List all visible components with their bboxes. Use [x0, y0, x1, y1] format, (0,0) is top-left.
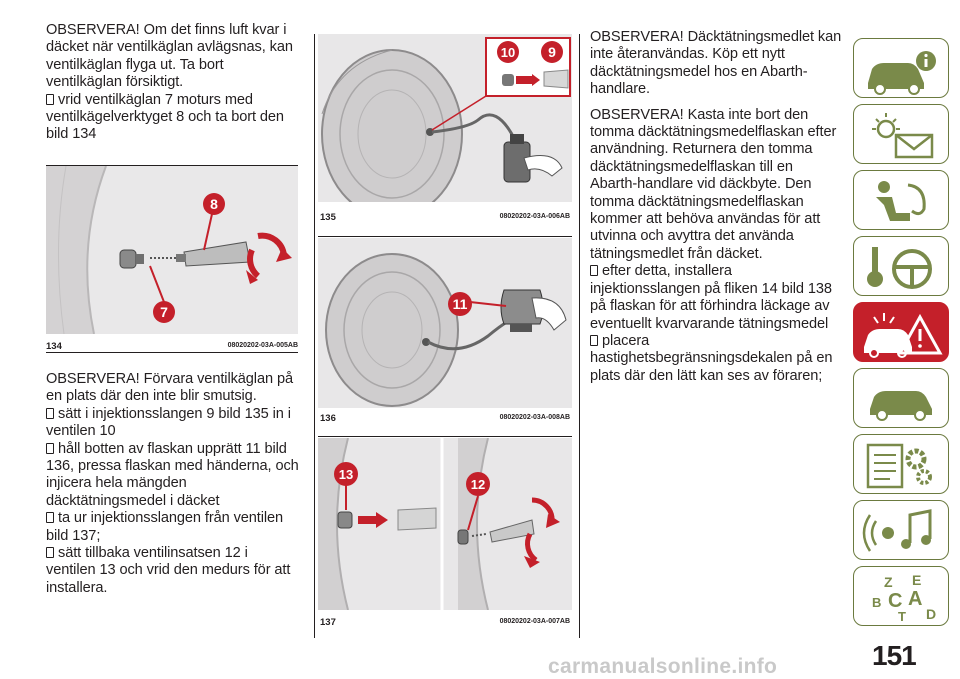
technical-data-gears-icon: [866, 443, 932, 489]
tab-emergency[interactable]: [853, 302, 949, 362]
svg-text:C: C: [888, 590, 902, 612]
text-column-left-lower: OBSERVERA! Förvara ventilkäglan på en pl…: [46, 371, 300, 597]
svg-text:A: A: [908, 588, 922, 610]
warning-lights-envelope-icon: [872, 113, 934, 159]
page-number: 151: [872, 640, 917, 671]
label-9: 9: [548, 44, 556, 60]
checkbox-bullet-icon: [46, 93, 54, 105]
tab-index[interactable]: Z E A B C T D: [853, 566, 949, 626]
bullet-item: sätt tillbaka ventilinsatsen 12 i ventil…: [46, 545, 291, 596]
tab-safety[interactable]: [853, 170, 949, 230]
svg-text:D: D: [926, 606, 936, 622]
bullet-item: vrid ventilkäglan 7 moturs med ventilkäg…: [46, 91, 284, 143]
figure-bottom-rule: [46, 352, 298, 353]
svg-text:E: E: [912, 572, 921, 588]
column-divider: [314, 34, 315, 638]
bullet-item: ta ur injektionsslangen från ventilen bi…: [46, 510, 284, 544]
figure-bottom-rule: [318, 436, 572, 437]
label-12: 12: [471, 477, 485, 492]
checkbox-bullet-icon: [590, 334, 598, 346]
seat-airbag-icon: [876, 181, 926, 221]
tab-warning-lights[interactable]: [853, 104, 949, 164]
checkbox-bullet-icon: [46, 407, 54, 419]
svg-text:T: T: [898, 609, 906, 624]
label-7: 7: [160, 304, 168, 320]
figure-number: 137: [320, 617, 336, 628]
note-paragraph: OBSERVERA! Förvara ventilkäglan på en pl…: [46, 371, 293, 405]
watermark: carmanualsonline.info: [548, 655, 778, 678]
car-info-icon: [868, 51, 936, 95]
figure-code: 08020202-03A-007AB: [499, 618, 570, 625]
alphabetical-index-icon: Z E A B C T D: [872, 572, 936, 624]
bullet-item: efter detta, installera injektionsslange…: [590, 263, 832, 332]
media-music-icon: [862, 509, 932, 552]
tab-car-info[interactable]: [853, 38, 949, 98]
bullet-item: håll botten av flaskan upprätt 11 bild 1…: [46, 440, 299, 509]
note-paragraph: OBSERVERA! Om det finns luft kvar i däck…: [46, 22, 293, 91]
svg-text:Z: Z: [884, 574, 893, 590]
figure-code: 08020202-03A-006AB: [499, 213, 570, 220]
tab-service[interactable]: [853, 368, 949, 428]
checkbox-bullet-icon: [46, 547, 54, 559]
bullet-item: placera hastighetsbegränsningsdekalen på…: [590, 332, 833, 384]
figure-bottom-rule: [318, 236, 572, 237]
checkbox-bullet-icon: [46, 512, 54, 524]
bullet-item: sätt i injektionsslangen 9 bild 135 in i…: [46, 405, 291, 440]
emergency-warning-icon: [864, 313, 943, 358]
note-paragraph: OBSERVERA! Kasta inte bort den tomma däc…: [590, 106, 837, 262]
figure-top-rule: [46, 165, 298, 166]
svg-text:B: B: [872, 595, 881, 610]
label-8: 8: [210, 196, 218, 212]
text-column-right: OBSERVERA! Däcktätningsmedlet kan inte å…: [590, 29, 842, 385]
figure-number: 136: [320, 413, 336, 424]
figure-number: 135: [320, 212, 336, 223]
label-11: 11: [453, 296, 468, 312]
label-10: 10: [501, 45, 515, 60]
figure-135-hose-insertion: 10 9: [318, 34, 572, 202]
car-service-icon: [870, 391, 932, 421]
key-steering-wheel-icon: [867, 247, 932, 289]
checkbox-bullet-icon: [590, 265, 598, 277]
figure-134-valve-core-removal: 8 7: [46, 166, 298, 334]
figure-136-bottle-squeeze: 11: [318, 238, 572, 408]
figure-code: 08020202-03A-008AB: [499, 414, 570, 421]
column-divider: [579, 34, 580, 638]
checkbox-bullet-icon: [46, 442, 54, 454]
tab-multimedia[interactable]: [853, 500, 949, 560]
note-paragraph: OBSERVERA! Däcktätningsmedlet kan inte å…: [590, 29, 842, 98]
figure-code: 08020202-03A-005AB: [227, 342, 298, 349]
tab-starting-driving[interactable]: [853, 236, 949, 296]
text-column-left: OBSERVERA! Om det finns luft kvar i däck…: [46, 22, 300, 144]
label-13: 13: [339, 467, 353, 482]
figure-number: 134: [46, 341, 62, 352]
figure-137-valve-core-refit: 13 12: [318, 438, 572, 610]
tab-technical-data[interactable]: [853, 434, 949, 494]
